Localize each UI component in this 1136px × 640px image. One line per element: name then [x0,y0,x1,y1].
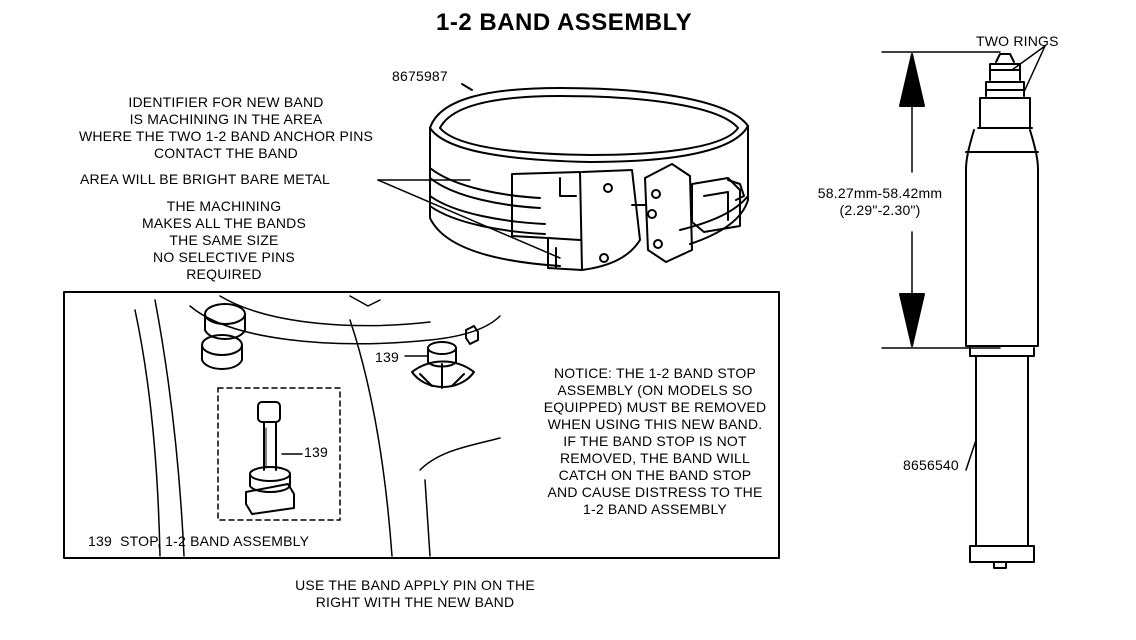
apply-pin-illustration [881,45,1046,569]
band-part-number: 8675987 [392,68,448,84]
machining-note: THE MACHINING MAKES ALL THE BANDS THE SA… [141,198,307,282]
footer-note: USE THE BAND APPLY PIN ON THE RIGHT WITH… [295,577,535,610]
inset-legend: 139 STOP, 1-2 BAND ASSEMBLY [88,533,310,549]
bare-metal-note: AREA WILL BE BRIGHT BARE METAL [80,171,331,187]
bare-metal-leaders [377,179,561,259]
page-title: 1-2 BAND ASSEMBLY [436,9,693,36]
pin-length-label: 58.27mm-58.42mm (2.29"-2.30") [817,185,943,218]
identifier-note: IDENTIFIER FOR NEW BAND IS MACHINING IN … [78,94,374,161]
notice-text: NOTICE: THE 1-2 BAND STOP ASSEMBLY (ON M… [543,365,767,517]
pin-part-number: 8656540 [903,457,959,473]
two-rings-label: TWO RINGS [976,33,1059,49]
callout-139-upper: 139 [375,349,399,365]
inset-illustration [134,295,501,557]
callout-139-lower: 139 [304,444,328,460]
band-illustration [429,87,749,271]
